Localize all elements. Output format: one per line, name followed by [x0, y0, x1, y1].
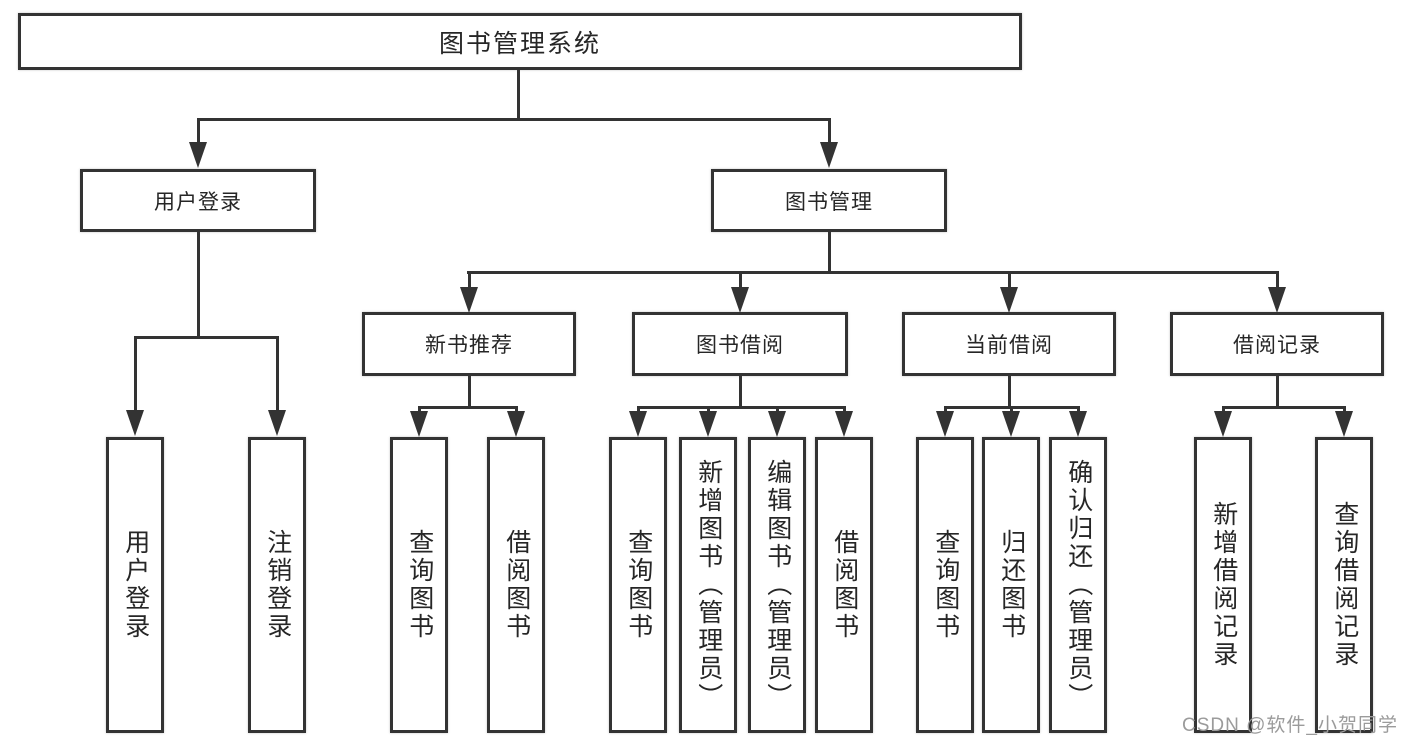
arrow-down-icon: [460, 287, 478, 313]
connector-drop-leaf: [843, 406, 846, 415]
node-query-borrow-record: 查询借阅记录: [1315, 437, 1373, 733]
arrow-down-icon: [835, 411, 853, 437]
connector-drop-leaf: [1010, 406, 1013, 415]
connector-drop-leaf: [515, 406, 518, 415]
node-label: 查询借阅记录: [1330, 501, 1359, 669]
arrow-down-icon: [1335, 411, 1353, 437]
node-label: 新增图书（管理员）: [694, 459, 723, 711]
arrow-down-icon: [1069, 411, 1087, 437]
connector-user-login-stem: [197, 232, 200, 338]
node-book-management: 图书管理: [711, 169, 947, 232]
arrow-down-icon: [731, 287, 749, 313]
arrow-down-icon: [820, 142, 838, 168]
connector-drop-leaf: [1343, 406, 1346, 415]
node-current-borrowing: 当前借阅: [902, 312, 1116, 376]
connector-drop-leaf: [944, 406, 947, 415]
node-label: 图书管理: [785, 190, 873, 214]
node-label: 查询图书: [624, 529, 653, 641]
node-borrow-books: 借阅图书: [487, 437, 545, 733]
node-label: 新书推荐: [425, 334, 513, 357]
node-label: 查询图书: [931, 529, 960, 641]
node-label: 借阅记录: [1233, 334, 1321, 357]
connector-root-stem: [517, 70, 520, 120]
arrow-down-icon: [768, 411, 786, 437]
node-confirm-return-admin: 确认归还（管理员）: [1049, 437, 1107, 733]
node-query-books: 查询图书: [609, 437, 667, 733]
arrow-down-icon: [126, 410, 144, 436]
connector-records-branch: [1222, 406, 1345, 409]
arrow-down-icon: [1000, 287, 1018, 313]
node-label: 当前借阅: [965, 334, 1053, 357]
node-label: 用户登录: [121, 529, 150, 641]
arrow-down-icon: [1002, 411, 1020, 437]
connector-book-mgmt-stem: [828, 232, 831, 273]
connector-drop-level3: [739, 271, 742, 289]
arrow-down-icon: [268, 410, 286, 436]
node-label: 归还图书: [997, 529, 1026, 641]
node-return-books: 归还图书: [982, 437, 1040, 733]
connector-drop-book-management: [828, 118, 831, 144]
arrow-down-icon: [936, 411, 954, 437]
node-book-borrowing: 图书借阅: [632, 312, 848, 376]
node-label: 图书管理系统: [438, 29, 601, 58]
connector-drop-leaf: [1222, 406, 1225, 415]
node-edit-book-admin: 编辑图书（管理员）: [748, 437, 806, 733]
connector-drop-leaf: [707, 406, 710, 415]
node-label: 用户登录: [154, 190, 242, 214]
node-label: 确认归还（管理员）: [1064, 459, 1093, 711]
connector-user-login-branch: [134, 336, 279, 339]
node-label: 借阅图书: [502, 529, 531, 641]
node-label: 注销登录: [263, 529, 292, 641]
node-add-book-admin: 新增图书（管理员）: [679, 437, 737, 733]
connector-drop-leaf: [418, 406, 421, 415]
node-borrow-books: 借阅图书: [815, 437, 873, 733]
node-new-book-recommendation: 新书推荐: [362, 312, 576, 376]
connector-drop-leaf: [134, 336, 137, 412]
connector-drop-leaf: [276, 336, 279, 412]
node-query-books: 查询图书: [916, 437, 974, 733]
connector-drop-leaf: [776, 406, 779, 415]
connector-current-stem: [1008, 376, 1011, 408]
node-user-login: 用户登录: [80, 169, 316, 232]
connector-drop-level3: [468, 271, 471, 289]
arrow-down-icon: [1214, 411, 1232, 437]
connector-book-mgmt-branch: [467, 271, 1279, 274]
node-user-login-action: 用户登录: [106, 437, 164, 733]
arrow-down-icon: [1268, 287, 1286, 313]
node-borrowing-records: 借阅记录: [1170, 312, 1384, 376]
arrow-down-icon: [699, 411, 717, 437]
connector-drop-leaf: [637, 406, 640, 415]
node-library-system: 图书管理系统: [18, 13, 1022, 70]
connector-borrowing-branch: [637, 406, 845, 409]
node-label: 编辑图书（管理员）: [763, 459, 792, 711]
arrow-down-icon: [189, 142, 207, 168]
connector-drop-level3: [1008, 271, 1011, 289]
arrow-down-icon: [629, 411, 647, 437]
node-label: 借阅图书: [830, 529, 859, 641]
connector-drop-leaf: [1077, 406, 1080, 415]
node-label: 新增借阅记录: [1209, 501, 1238, 669]
node-label: 图书借阅: [696, 334, 784, 357]
connector-root-branch: [197, 118, 831, 121]
connector-recommend-branch: [418, 406, 518, 409]
arrow-down-icon: [410, 411, 428, 437]
arrow-down-icon: [507, 411, 525, 437]
connector-drop-user-login: [197, 118, 200, 144]
node-label: 查询图书: [405, 529, 434, 641]
connector-drop-level3: [1276, 271, 1279, 289]
node-add-borrow-record: 新增借阅记录: [1194, 437, 1252, 733]
connector-recommend-stem: [468, 376, 471, 408]
watermark-text: CSDN @软件_小贺同学: [1182, 715, 1398, 736]
connector-records-stem: [1276, 376, 1279, 408]
connector-borrowing-stem: [739, 376, 742, 408]
node-query-books: 查询图书: [390, 437, 448, 733]
node-logout-action: 注销登录: [248, 437, 306, 733]
